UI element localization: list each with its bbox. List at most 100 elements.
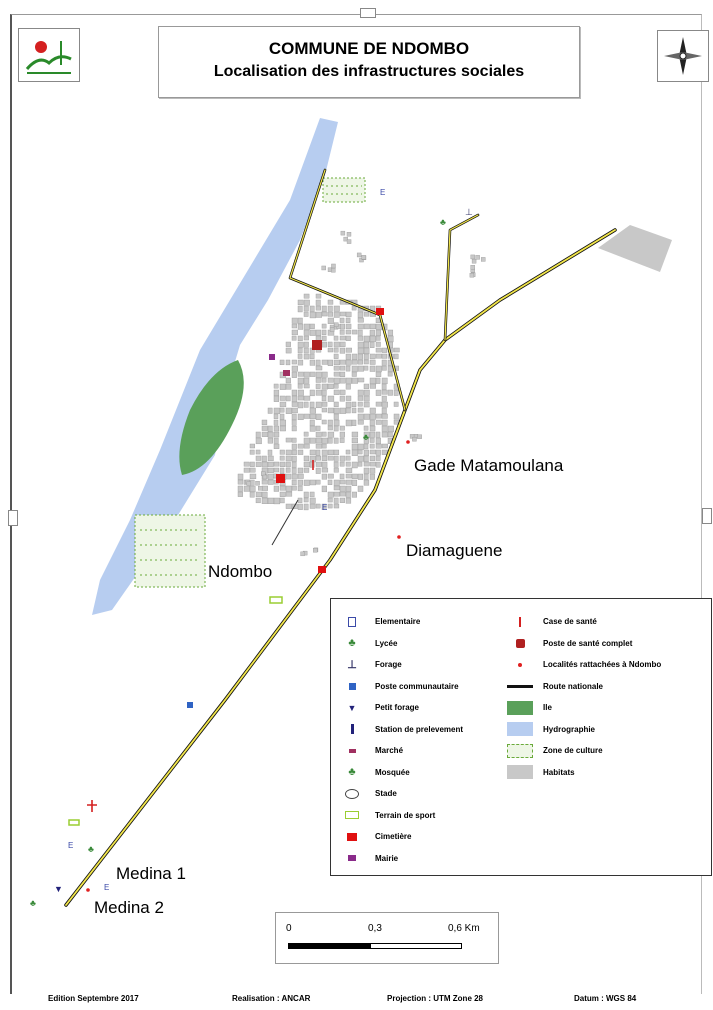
building-block [279, 383, 286, 390]
building-block [303, 413, 310, 419]
building-block [279, 497, 285, 504]
building-block [303, 347, 309, 354]
building-block [297, 335, 303, 342]
map-poste-icon [187, 702, 193, 708]
building-block [321, 395, 327, 402]
building-block [321, 419, 327, 425]
building-block [291, 443, 297, 450]
building-block [315, 461, 322, 467]
map-cemetery-icon [276, 474, 285, 483]
building-block [339, 485, 346, 492]
building-block [381, 359, 387, 366]
building-block [345, 473, 352, 479]
building-block [315, 437, 323, 444]
building-block [291, 395, 298, 403]
building-block [273, 407, 281, 414]
legend-item: Terrain de sport [339, 805, 463, 827]
building-block [333, 419, 340, 427]
building-block [267, 431, 274, 438]
building-block [387, 335, 394, 343]
building-block [345, 395, 352, 401]
building-block [303, 341, 309, 348]
building-block [333, 467, 339, 473]
legend-item: Station de prelevement [339, 719, 463, 741]
building-block [321, 503, 327, 510]
building-block [387, 371, 393, 377]
building-block [285, 485, 293, 492]
building-block [315, 311, 322, 318]
building-block [375, 461, 381, 468]
building-block [375, 323, 382, 330]
building-block [315, 425, 321, 431]
building-block [249, 449, 255, 455]
sport-field-icon [339, 811, 365, 820]
building-block [285, 473, 292, 480]
building-block [345, 491, 351, 498]
building-block [339, 377, 346, 384]
building-block [345, 467, 353, 473]
legend-label: Mairie [375, 853, 399, 863]
building-block [345, 353, 351, 360]
building-block [327, 359, 333, 367]
building-block [375, 419, 382, 425]
building-block [351, 305, 357, 311]
resize-handle-left[interactable] [8, 510, 18, 526]
building-block [327, 395, 335, 402]
building-block [303, 311, 309, 317]
building-block [387, 389, 393, 396]
building-block [363, 413, 370, 420]
resize-handle-right[interactable] [702, 508, 712, 524]
building-block [303, 443, 310, 449]
building-block [303, 293, 310, 299]
building-block [345, 401, 352, 409]
building-block [387, 431, 393, 438]
footer-datum: Datum : WGS 84 [574, 994, 637, 1003]
building-block [369, 359, 376, 365]
building-block [327, 473, 334, 479]
building-block [345, 317, 351, 323]
building-block [315, 455, 321, 461]
building-block [363, 479, 370, 486]
building-block [327, 437, 333, 444]
building-block [315, 329, 322, 336]
building-block [339, 365, 346, 371]
building-block [470, 265, 475, 270]
building-block [327, 497, 333, 503]
building-block [357, 449, 363, 455]
map-locality-dot-icon [406, 440, 410, 444]
building-block [393, 347, 400, 353]
cemetery-icon [339, 832, 365, 841]
place-medina-2: Medina 2 [94, 898, 164, 917]
crop-zone-icon [507, 743, 533, 758]
building-block [285, 359, 291, 366]
building-block [345, 365, 351, 372]
health-post-icon [507, 638, 533, 648]
building-block [369, 455, 376, 461]
town-hall-icon [339, 855, 365, 862]
building-block [412, 436, 417, 442]
building-block [273, 497, 281, 505]
building-block [249, 467, 256, 473]
building-block [357, 365, 364, 372]
building-block [357, 317, 364, 323]
resize-handle-top[interactable] [360, 8, 376, 18]
building-block [297, 473, 304, 479]
building-block [345, 485, 352, 492]
building-block [285, 377, 291, 384]
building-block [345, 449, 351, 455]
building-block [359, 257, 364, 263]
building-block [273, 443, 280, 449]
building-block [369, 443, 375, 449]
building-block [315, 467, 321, 474]
building-block [363, 341, 370, 348]
building-block [357, 485, 364, 492]
building-block [345, 419, 352, 427]
building-block [339, 359, 346, 365]
building-block [345, 323, 352, 330]
building-block [333, 491, 341, 497]
building-block [351, 353, 358, 360]
building-block [267, 473, 274, 480]
building-block [363, 335, 370, 343]
habitat-east [598, 225, 672, 272]
